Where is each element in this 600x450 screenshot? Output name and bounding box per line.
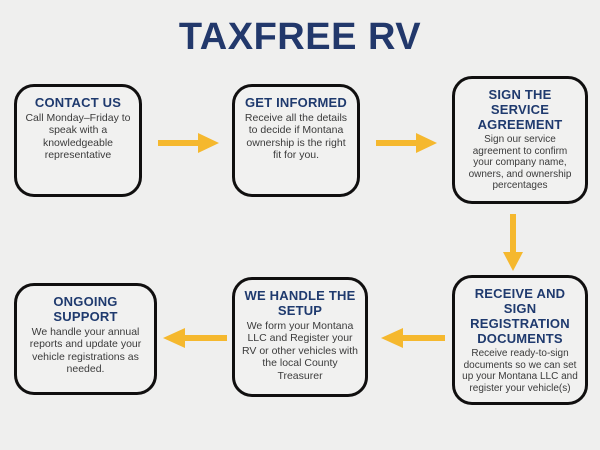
step-heading-get-informed: GET INFORMED xyxy=(244,95,348,110)
step-box-get-informed: GET INFORMED Receive all the details to … xyxy=(232,84,360,197)
step-heading-receive-sign-registration: RECEIVE AND SIGN REGISTRATION DOCUMENTS xyxy=(470,286,570,346)
step-box-contact-us: CONTACT US Call Monday–Friday to speak w… xyxy=(14,84,142,197)
step-heading-contact-us: CONTACT US xyxy=(34,95,122,110)
step-body-contact-us: Call Monday–Friday to speak with a knowl… xyxy=(25,112,131,162)
step-box-we-handle-setup: WE HANDLE THE SETUP We form your Montana… xyxy=(232,277,368,397)
page-title: TAXFREE RV xyxy=(178,16,422,58)
step-body-receive-sign-registration: Receive ready-to-sign documents so we ca… xyxy=(462,348,578,394)
arrow-right-icon xyxy=(158,130,220,156)
step-body-ongoing-support: We handle your annual reports and update… xyxy=(29,326,142,376)
step-body-sign-agreement: Sign our service agreement to confirm yo… xyxy=(468,134,572,192)
arrow-right-icon xyxy=(376,130,438,156)
step-box-sign-agreement: SIGN THE SERVICE AGREEMENT Sign our serv… xyxy=(452,76,588,204)
step-heading-ongoing-support: ONGOING SUPPORT xyxy=(53,294,118,324)
step-body-we-handle-setup: We form your Montana LLC and Register yo… xyxy=(242,320,358,382)
arrow-down-icon xyxy=(500,214,526,272)
arrow-left-icon xyxy=(162,325,228,351)
arrow-left-icon xyxy=(380,325,446,351)
step-body-get-informed: Receive all the details to decide if Mon… xyxy=(244,112,348,162)
step-box-receive-sign-registration: RECEIVE AND SIGN REGISTRATION DOCUMENTS … xyxy=(452,275,588,405)
step-box-ongoing-support: ONGOING SUPPORT We handle your annual re… xyxy=(14,283,157,395)
step-heading-we-handle-setup: WE HANDLE THE SETUP xyxy=(244,288,356,318)
step-heading-sign-agreement: SIGN THE SERVICE AGREEMENT xyxy=(477,87,563,132)
